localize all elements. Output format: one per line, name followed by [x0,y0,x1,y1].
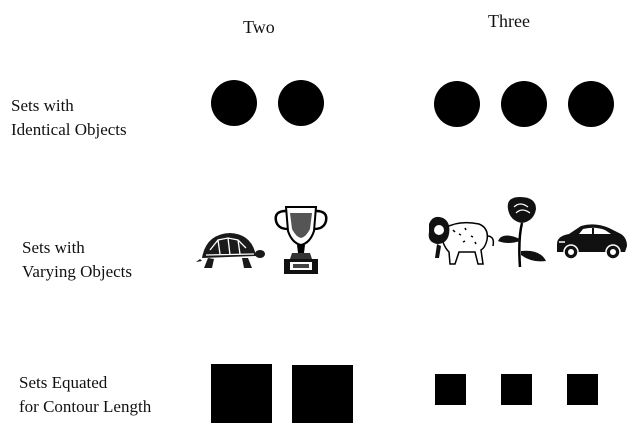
turtle-icon [196,228,264,272]
circle-two-2 [278,80,324,126]
square-three-2 [501,374,532,405]
circle-three-1 [434,81,480,127]
square-two-2 [292,365,353,423]
trophy-icon [270,203,332,276]
lion-icon [425,214,495,268]
square-two-1 [211,364,272,423]
car-icon [555,218,628,260]
rose-icon [496,195,548,270]
square-three-1 [435,374,466,405]
square-three-3 [567,374,598,405]
circle-three-2 [501,81,547,127]
circle-three-3 [568,81,614,127]
circle-two-1 [211,80,257,126]
